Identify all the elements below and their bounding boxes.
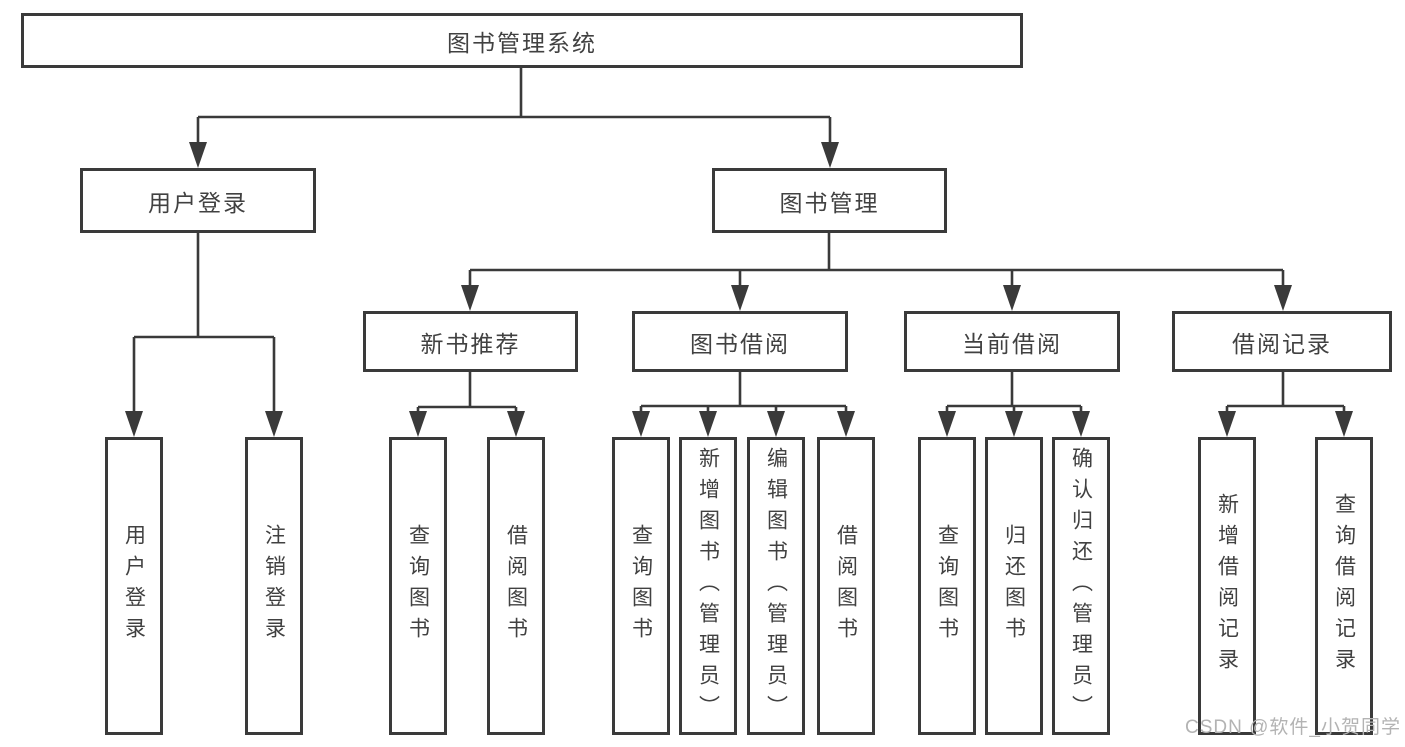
leaf-add-book-admin: 新增图书（管理员） — [679, 437, 737, 735]
leaf-query-books: 查询图书 — [389, 437, 447, 735]
csdn-watermark: CSDN @软件_小贺同学 — [1185, 717, 1401, 738]
connector-current-borrowing — [945, 372, 1083, 416]
node-book-borrowing: 图书借阅 — [632, 311, 848, 372]
leaf-logout: 注销登录 — [245, 437, 303, 735]
arrowheads — [125, 142, 1353, 437]
connector-book-borrowing — [639, 372, 848, 416]
connector-book-management — [468, 233, 1285, 289]
connector-user-login — [132, 233, 276, 415]
connector-new-book-recommend — [416, 372, 518, 416]
connector-borrowing-records — [1225, 372, 1346, 416]
leaf-query-books: 查询图书 — [612, 437, 670, 735]
node-borrowing-records: 借阅记录 — [1172, 311, 1392, 372]
leaf-query-borrow-record: 查询借阅记录 — [1315, 437, 1373, 735]
node-root: 图书管理系统 — [21, 13, 1023, 68]
node-new-book-recommend: 新书推荐 — [363, 311, 578, 372]
node-current-borrowing: 当前借阅 — [904, 311, 1120, 372]
leaf-query-books: 查询图书 — [918, 437, 976, 735]
leaf-return-book: 归还图书 — [985, 437, 1043, 735]
leaf-user-login: 用户登录 — [105, 437, 163, 735]
node-book-management: 图书管理 — [712, 168, 947, 233]
leaf-borrow-book: 借阅图书 — [817, 437, 875, 735]
leaf-borrow-book: 借阅图书 — [487, 437, 545, 735]
connector-root — [196, 68, 832, 146]
leaf-add-borrow-record: 新增借阅记录 — [1198, 437, 1256, 735]
leaf-confirm-return-admin: 确认归还（管理员） — [1052, 437, 1110, 735]
leaf-edit-book-admin: 编辑图书（管理员） — [747, 437, 805, 735]
node-user-login: 用户登录 — [80, 168, 316, 233]
